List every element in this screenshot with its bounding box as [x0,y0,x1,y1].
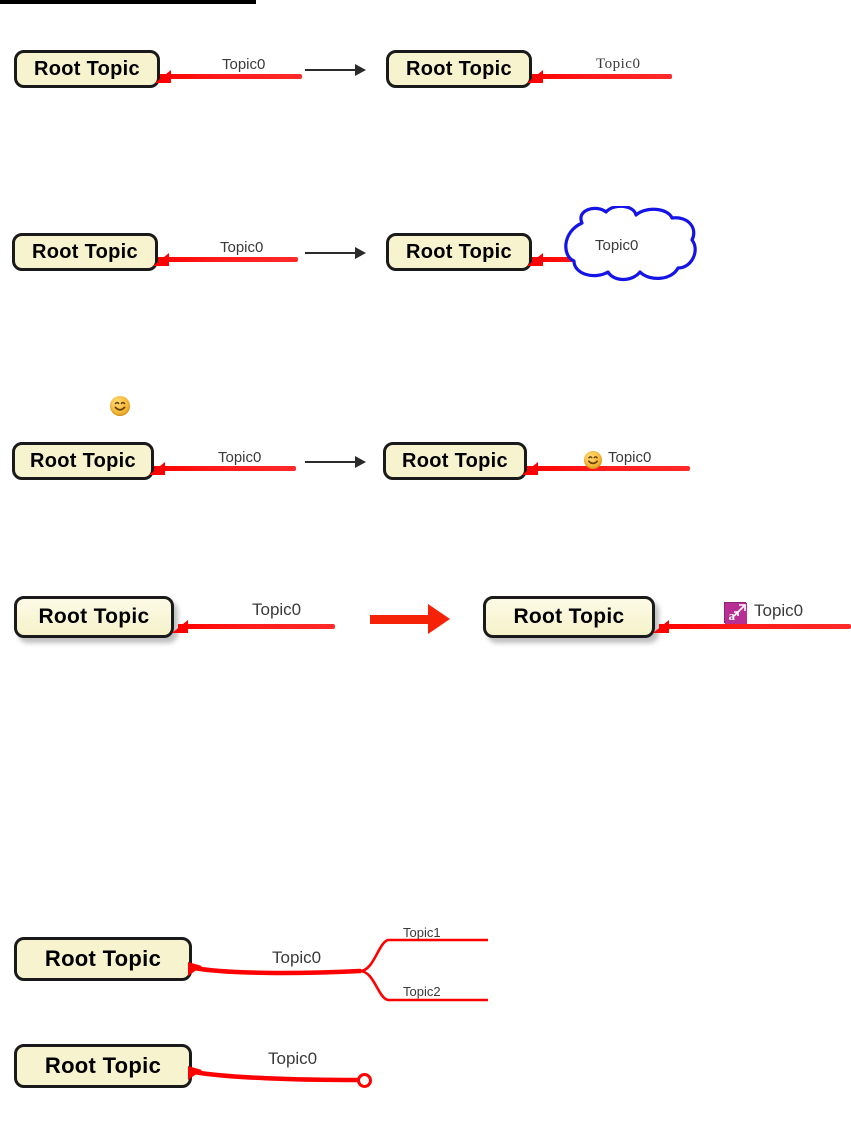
root-topic-node[interactable]: Root Topic [12,442,154,480]
root-topic-node[interactable]: Root Topic [12,233,158,271]
branch-line[interactable] [188,1050,373,1095]
arrow-right-icon [305,69,357,71]
branch-line[interactable] [532,257,672,262]
branch-line[interactable] [178,624,335,629]
smiley-icon[interactable] [584,451,602,469]
arrow-right-icon [370,615,432,624]
arrow-right-icon [305,461,357,463]
root-topic-node[interactable]: Root Topic [14,50,160,88]
font-style-icon[interactable]: a [724,602,747,624]
collapse-circle-icon[interactable] [357,1073,372,1088]
arrow-right-head-icon [355,247,366,259]
branch-taper [153,253,169,266]
child-topic-label[interactable]: Topic1 [403,925,441,940]
branch-line[interactable] [527,466,690,471]
top-divider-rule [0,0,256,4]
branch-line[interactable] [158,257,298,262]
arrow-right-head-icon [428,604,450,634]
branch-taper [527,70,543,83]
child-topic-label[interactable]: Topic2 [403,984,441,999]
arrow-right-head-icon [355,456,366,468]
root-topic-node[interactable]: Root Topic [14,1044,192,1088]
branch-label[interactable]: Topic0 [222,56,266,73]
svg-text:a: a [729,608,736,623]
branch-label[interactable]: Topic0 [754,601,804,620]
branch-label[interactable]: Topic0 [595,237,639,254]
smiley-icon[interactable] [110,396,130,416]
branch-taper [172,620,188,633]
branch-label[interactable]: Topic0 [272,948,322,967]
root-topic-node[interactable]: Root Topic [386,233,532,271]
branch-label[interactable]: Topic0 [218,449,262,466]
root-topic-node[interactable]: Root Topic [14,937,192,981]
branch-taper [149,462,165,475]
arrow-right-head-icon [355,64,366,76]
branch-fork-lines[interactable] [188,918,498,1008]
branch-taper [522,462,538,475]
arrow-right-icon [305,252,357,254]
branch-line[interactable] [154,466,296,471]
branch-label[interactable]: Topic0 [268,1049,318,1068]
root-topic-node[interactable]: Root Topic [483,596,655,638]
root-topic-node[interactable]: Root Topic [14,596,174,638]
branch-taper [653,620,669,633]
root-topic-node[interactable]: Root Topic [383,442,527,480]
branch-taper [527,253,543,266]
branch-taper [155,70,171,83]
branch-label[interactable]: Topic0 [252,600,302,619]
branch-line[interactable] [160,74,302,79]
branch-line[interactable] [659,624,851,629]
branch-line[interactable] [532,74,672,79]
branch-label[interactable]: Topic0 [608,449,652,466]
root-topic-node[interactable]: Root Topic [386,50,532,88]
branch-label[interactable]: Topic0 [220,239,264,256]
branch-label[interactable]: Topic0 [596,56,641,72]
